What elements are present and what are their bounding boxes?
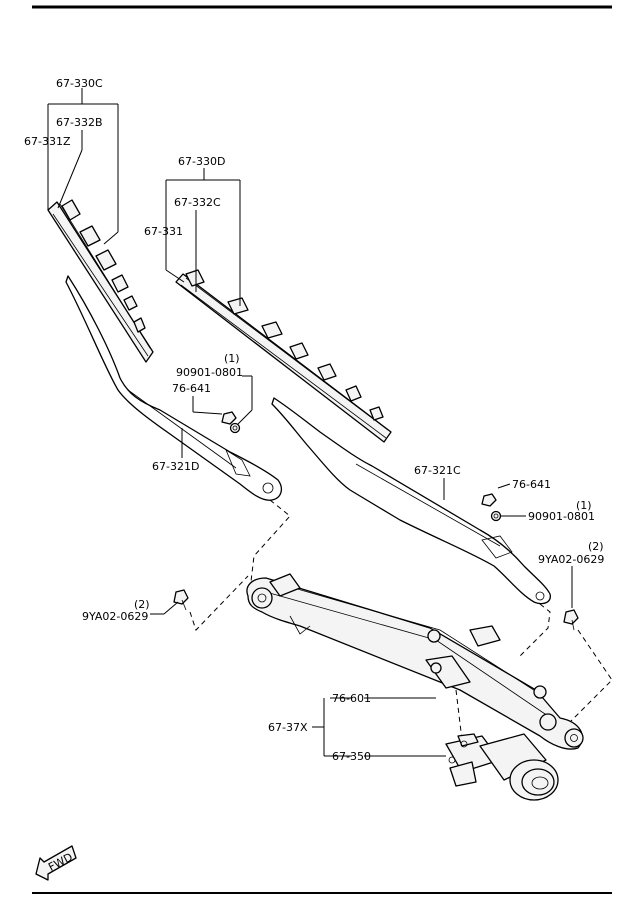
label-bolt-right-qty: (2): [588, 540, 604, 553]
label-motor: 67-350: [332, 750, 371, 763]
label-arm-right: 67-321C: [414, 464, 461, 477]
fwd-label: FWD: [46, 850, 75, 874]
label-nut-left: 90901-0801: [176, 366, 243, 379]
label-blade-passenger-assy: 67-330D: [178, 155, 225, 168]
wiper-motor: [445, 733, 559, 801]
forward-arrow-icon: FWD: [35, 845, 77, 881]
label-cap-left: 76-641: [172, 382, 211, 395]
label-nut-right: 90901-0801: [528, 510, 595, 523]
label-bolt-right: 9YA02-0629: [538, 553, 604, 566]
label-linkage-cap: 76-601: [332, 692, 371, 705]
wiper-linkage: [246, 573, 584, 750]
driver-wiper-blade: [47, 199, 154, 363]
label-blade-driver-insert: 67-331Z: [24, 135, 71, 148]
label-arm-left: 67-321D: [152, 460, 199, 473]
left-bolt: [150, 589, 189, 615]
label-cap-right: 76-641: [512, 478, 551, 491]
passenger-wiper-arm: [271, 397, 551, 605]
right-nut-cap-group: [481, 483, 526, 522]
link-assy-leaders: [312, 697, 446, 757]
label-blade-driver-rubber: 67-332B: [56, 116, 103, 129]
passenger-blade-leaders: [165, 168, 241, 306]
label-bolt-left-qty: (2): [134, 598, 150, 611]
driver-blade-leaders: [47, 88, 119, 245]
label-blade-passenger-rubber: 67-332C: [174, 196, 221, 209]
label-nut-left-qty: (1): [224, 352, 240, 365]
right-bolt: [563, 566, 579, 631]
label-blade-driver-assy: 67-330C: [56, 77, 103, 90]
label-link-assy: 67-37X: [268, 721, 308, 734]
left-nut-cap-group: [192, 375, 253, 434]
label-bolt-left: 9YA02-0629: [82, 610, 148, 623]
passenger-wiper-blade: [175, 269, 392, 443]
label-nut-right-qty: (1): [576, 499, 592, 512]
assembly-dashed-lines: [189, 499, 613, 741]
label-blade-passenger-insert: 67-331: [144, 225, 183, 238]
